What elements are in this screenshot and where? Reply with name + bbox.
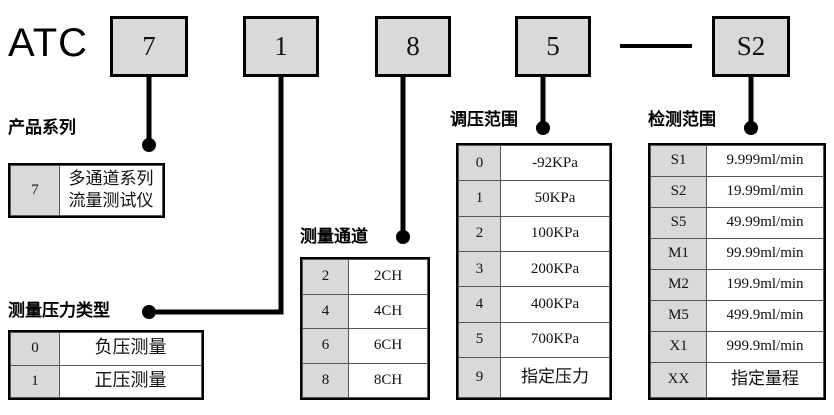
table-row: 2 2CH: [302, 259, 428, 295]
legend-desc: 99.99ml/min: [706, 238, 824, 270]
legend-desc: 199.9ml/min: [706, 269, 824, 301]
legend-code: 0: [458, 144, 501, 182]
legend-desc: 50KPa: [500, 180, 610, 217]
table-row: 4 400KPa: [458, 286, 610, 323]
table-row: 5 700KPa: [458, 321, 610, 359]
legend-code: S2: [650, 176, 707, 208]
table-row: 3 200KPa: [458, 251, 610, 288]
table-row: 7 多通道系列 流量测试仪: [10, 165, 163, 216]
legend-desc: 2CH: [348, 259, 428, 295]
legend-desc: 9.999ml/min: [706, 145, 824, 177]
legend-desc: 700KPa: [500, 321, 610, 359]
legend-code: M1: [650, 238, 707, 270]
legend-code: 7: [10, 165, 60, 216]
legend-desc: 200KPa: [500, 251, 610, 288]
code-box-product-series[interactable]: 7: [110, 16, 188, 77]
table-row: S2 19.99ml/min: [650, 176, 824, 208]
table-row: S1 9.999ml/min: [650, 145, 824, 177]
caption-pressure-type: 测量压力类型: [8, 301, 110, 321]
legend-code: 9: [458, 357, 501, 398]
table-row: 4 4CH: [302, 293, 428, 329]
legend-desc: 4CH: [348, 293, 428, 329]
legend-desc: 正压测量: [59, 364, 202, 398]
legend-desc: 指定压力: [500, 357, 610, 398]
legend-code: M5: [650, 300, 707, 332]
legend-code: 6: [302, 328, 349, 364]
legend-code: XX: [650, 362, 707, 398]
code-box-detection-range[interactable]: S2: [712, 16, 790, 77]
legend-code: 1: [458, 180, 501, 217]
legend-detection-range: S1 9.999ml/min S2 19.99ml/min S5 49.99ml…: [648, 143, 826, 400]
legend-code: S1: [650, 145, 707, 177]
legend-desc: 负压测量: [59, 332, 202, 366]
code-box-pressure-type[interactable]: 1: [243, 16, 319, 77]
legend-code: M2: [650, 269, 707, 301]
legend-pressure-range: 0 -92KPa 1 50KPa 2 100KPa 3 200KPa 4 400…: [456, 143, 612, 400]
legend-code: S5: [650, 207, 707, 239]
table-row: 9 指定压力: [458, 357, 610, 398]
legend-code: X1: [650, 331, 707, 363]
legend-code: 2: [458, 215, 501, 253]
legend-desc: 400KPa: [500, 286, 610, 323]
legend-desc: 19.99ml/min: [706, 176, 824, 208]
table-row: 1 正压测量: [10, 364, 202, 398]
legend-desc: 6CH: [348, 328, 428, 364]
legend-code: 3: [458, 251, 501, 288]
legend-code: 4: [458, 286, 501, 323]
table-row: 8 8CH: [302, 362, 428, 398]
legend-code: 1: [10, 364, 60, 398]
code-box-pressure-range[interactable]: 5: [515, 16, 591, 77]
legend-code: 4: [302, 293, 349, 329]
legend-channels: 2 2CH 4 4CH 6 6CH 8 8CH: [300, 257, 430, 400]
table-row: M5 499.9ml/min: [650, 300, 824, 332]
table-row: 2 100KPa: [458, 215, 610, 253]
legend-desc-line1: 多通道系列: [68, 169, 154, 190]
legend-code: 8: [302, 362, 349, 398]
legend-product-series: 7 多通道系列 流量测试仪: [8, 163, 165, 218]
table-row: 1 50KPa: [458, 180, 610, 217]
table-row: M2 199.9ml/min: [650, 269, 824, 301]
legend-code: 5: [458, 321, 501, 359]
table-row: M1 99.99ml/min: [650, 238, 824, 270]
legend-desc: 多通道系列 流量测试仪: [59, 165, 163, 216]
caption-channels: 测量通道: [300, 227, 368, 247]
legend-desc: -92KPa: [500, 144, 610, 182]
legend-code: 2: [302, 259, 349, 295]
legend-desc: 999.9ml/min: [706, 331, 824, 363]
caption-product-series: 产品系列: [8, 118, 76, 138]
table-row: 0 -92KPa: [458, 144, 610, 182]
legend-pressure-type: 0 负压测量 1 正压测量: [8, 330, 204, 400]
caption-pressure-range: 调压范围: [450, 110, 518, 130]
legend-desc: 49.99ml/min: [706, 207, 824, 239]
legend-desc: 499.9ml/min: [706, 300, 824, 332]
legend-desc-line2: 流量测试仪: [68, 190, 154, 211]
code-box-channels[interactable]: 8: [375, 16, 451, 77]
table-row: 0 负压测量: [10, 332, 202, 366]
separator-dash: [620, 44, 692, 48]
table-row: 6 6CH: [302, 328, 428, 364]
table-row: X1 999.9ml/min: [650, 331, 824, 363]
brand-label: ATC: [8, 21, 89, 65]
legend-desc: 8CH: [348, 362, 428, 398]
caption-detection-range: 检测范围: [648, 110, 716, 130]
table-row: S5 49.99ml/min: [650, 207, 824, 239]
table-row: XX 指定量程: [650, 362, 824, 398]
legend-desc: 100KPa: [500, 215, 610, 253]
legend-code: 0: [10, 332, 60, 366]
legend-desc: 指定量程: [706, 362, 824, 398]
